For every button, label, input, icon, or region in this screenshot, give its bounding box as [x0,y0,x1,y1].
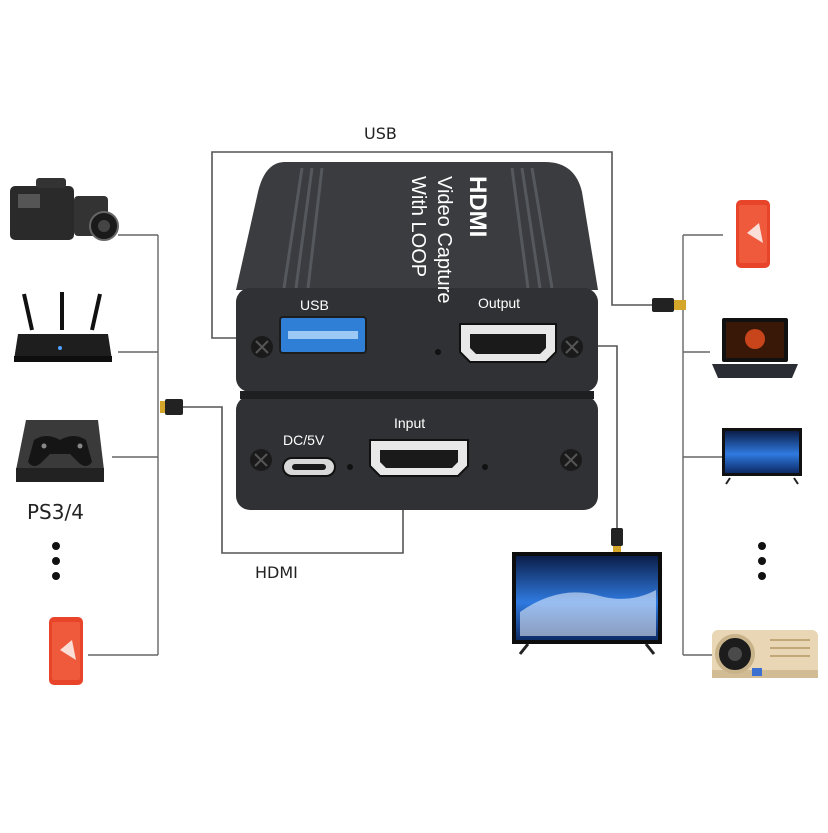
camcorder-icon [10,178,119,241]
device-brand: HDMI [464,176,491,237]
hdmi-cable-label: HDMI [255,563,298,582]
smartphone-icon [49,617,83,685]
dc-port [282,457,336,477]
usb-plug-right-icon [652,298,686,312]
projector-icon [712,630,818,678]
screw-icon [561,336,583,358]
game-console-icon [16,420,104,482]
usb-cable-line [211,151,660,339]
hdmi-input-port [369,439,469,477]
right-bus-lines [682,234,723,656]
hdmi-plug-output-icon [611,528,623,552]
ps-label: PS3/4 [27,500,84,524]
tv-icon [722,428,802,485]
router-icon [14,292,112,362]
laptop-icon [712,318,798,378]
capture-device: HDMI Video Capture With LOOP USB Output … [236,162,598,510]
hdmi-plug-left-icon [160,399,183,415]
smartphone-icon [736,200,770,268]
port-label-usb: USB [300,297,329,313]
screw-icon [250,449,272,471]
output-tv-icon [512,552,662,655]
device-title-line2: With LOOP [407,176,429,277]
device-title-line1: Video Capture [433,176,455,304]
screw-icon [251,336,273,358]
screw-icon [560,449,582,471]
port-label-dc: DC/5V [283,432,325,448]
port-label-input: Input [394,415,425,431]
more-dots-icon [52,542,60,580]
hdmi-output-port [459,323,557,363]
usb-port [279,316,367,354]
usb-cable-label: USB [364,124,397,143]
port-label-output: Output [478,295,520,311]
left-bus-lines [88,234,159,656]
device-top-text: HDMI Video Capture With LOOP [407,176,491,304]
more-dots-icon [758,542,766,580]
